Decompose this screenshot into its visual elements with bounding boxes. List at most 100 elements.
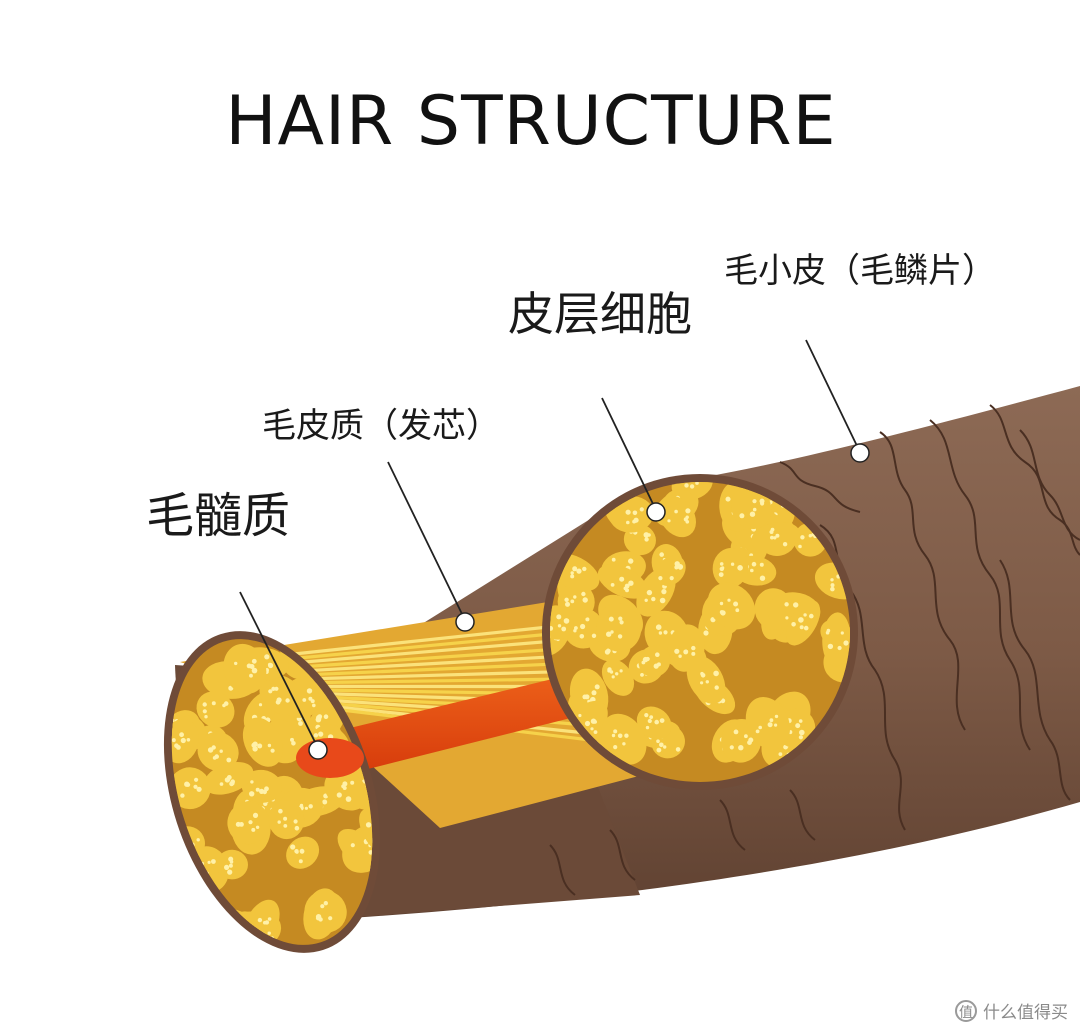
cell-granule bbox=[733, 601, 739, 607]
cell-granule bbox=[808, 534, 812, 538]
cell-granule bbox=[264, 786, 269, 792]
cell-granule bbox=[563, 618, 570, 624]
cell-granule bbox=[628, 558, 634, 564]
cell-granule bbox=[574, 626, 578, 630]
cell-granule bbox=[249, 673, 253, 678]
cell-granule bbox=[628, 580, 634, 586]
cell-granule bbox=[691, 651, 696, 656]
cell-granule bbox=[312, 703, 316, 708]
cell-granule bbox=[302, 698, 307, 702]
label-cuticle: 毛小皮（毛鳞片） bbox=[724, 251, 996, 291]
cell-granule bbox=[251, 667, 258, 674]
cell-granule bbox=[229, 781, 235, 787]
cell-granule bbox=[618, 616, 623, 621]
cell-granule bbox=[293, 819, 298, 824]
cell-granule bbox=[774, 714, 779, 719]
cell-granule bbox=[830, 586, 835, 592]
cell-granule bbox=[171, 738, 176, 743]
cortical-cell bbox=[707, 582, 756, 630]
cell-granule bbox=[744, 734, 748, 739]
cell-granule bbox=[695, 482, 699, 485]
cell-granule bbox=[752, 499, 757, 504]
marker-dots bbox=[308, 443, 870, 760]
cell-granule bbox=[557, 624, 562, 628]
cell-granule bbox=[655, 652, 660, 657]
cell-granule bbox=[735, 608, 740, 613]
cortical-cell bbox=[745, 697, 791, 750]
cell-granule bbox=[608, 616, 614, 622]
cell-granule bbox=[258, 703, 263, 707]
cell-granule bbox=[606, 631, 612, 637]
cell-granule bbox=[800, 535, 805, 540]
cell-granule bbox=[656, 739, 660, 743]
cell-granule bbox=[202, 709, 207, 714]
cell-granule bbox=[733, 729, 739, 735]
cell-granule bbox=[204, 715, 208, 719]
cell-granule bbox=[645, 656, 650, 662]
cell-granule bbox=[194, 777, 199, 782]
cell-granule bbox=[232, 923, 238, 929]
cell-granule bbox=[236, 945, 241, 950]
cortical-cell bbox=[667, 624, 705, 672]
cell-granule bbox=[270, 748, 275, 753]
cell-granule bbox=[759, 575, 766, 581]
cell-granule bbox=[241, 946, 246, 951]
cell-granule bbox=[659, 718, 665, 723]
cell-granule bbox=[320, 904, 325, 909]
cell-granule bbox=[250, 780, 254, 784]
cell-granule bbox=[238, 946, 243, 951]
cell-granule bbox=[235, 925, 241, 930]
cell-granule bbox=[564, 597, 569, 602]
cell-granule bbox=[257, 917, 263, 923]
cell-granule bbox=[714, 685, 719, 690]
cell-granule bbox=[570, 599, 575, 604]
cell-granule bbox=[323, 714, 329, 719]
cortical-cell bbox=[259, 674, 302, 715]
cell-granule bbox=[234, 946, 238, 951]
cell-granule bbox=[825, 630, 830, 635]
cell-granule bbox=[228, 863, 233, 868]
cell-granule bbox=[252, 741, 258, 747]
cell-granule bbox=[610, 630, 614, 634]
cell-granule bbox=[582, 566, 587, 572]
cell-granule bbox=[216, 905, 221, 909]
cell-granule bbox=[576, 568, 582, 574]
cortical-cell bbox=[731, 486, 772, 529]
cell-granule bbox=[245, 939, 250, 944]
cell-granule bbox=[658, 576, 663, 581]
cortical-cell bbox=[609, 496, 654, 533]
cell-granule bbox=[840, 631, 844, 635]
cell-granule bbox=[830, 583, 835, 588]
cell-granule bbox=[674, 509, 678, 514]
cortical-cells-marker-dot bbox=[646, 502, 666, 522]
cell-granule bbox=[674, 648, 680, 654]
cell-granule bbox=[193, 784, 198, 789]
cell-granule bbox=[290, 737, 294, 742]
cell-granule bbox=[322, 799, 328, 805]
cell-granule bbox=[267, 917, 272, 921]
cell-granule bbox=[249, 937, 255, 943]
cell-granule bbox=[556, 614, 562, 620]
cuticle-marker-dot bbox=[850, 443, 870, 463]
cell-granule bbox=[252, 746, 258, 752]
cell-granule bbox=[730, 562, 735, 566]
cell-granule bbox=[750, 568, 754, 573]
cell-granule bbox=[769, 530, 774, 534]
cell-granule bbox=[713, 670, 719, 677]
cell-granule bbox=[644, 598, 648, 602]
cell-granule bbox=[219, 915, 224, 920]
cell-granule bbox=[245, 935, 250, 941]
cell-granule bbox=[226, 757, 232, 763]
cell-granule bbox=[211, 859, 216, 864]
cell-granule bbox=[244, 935, 249, 941]
cell-granule bbox=[837, 645, 842, 651]
cell-granule bbox=[585, 617, 590, 622]
cell-granule bbox=[770, 535, 774, 540]
cell-granule bbox=[211, 745, 216, 750]
cell-granule bbox=[639, 507, 644, 512]
cell-granule bbox=[749, 511, 756, 517]
cell-granule bbox=[611, 675, 615, 679]
cell-granule bbox=[617, 733, 623, 739]
cell-granule bbox=[685, 508, 691, 514]
cell-granule bbox=[365, 822, 372, 828]
